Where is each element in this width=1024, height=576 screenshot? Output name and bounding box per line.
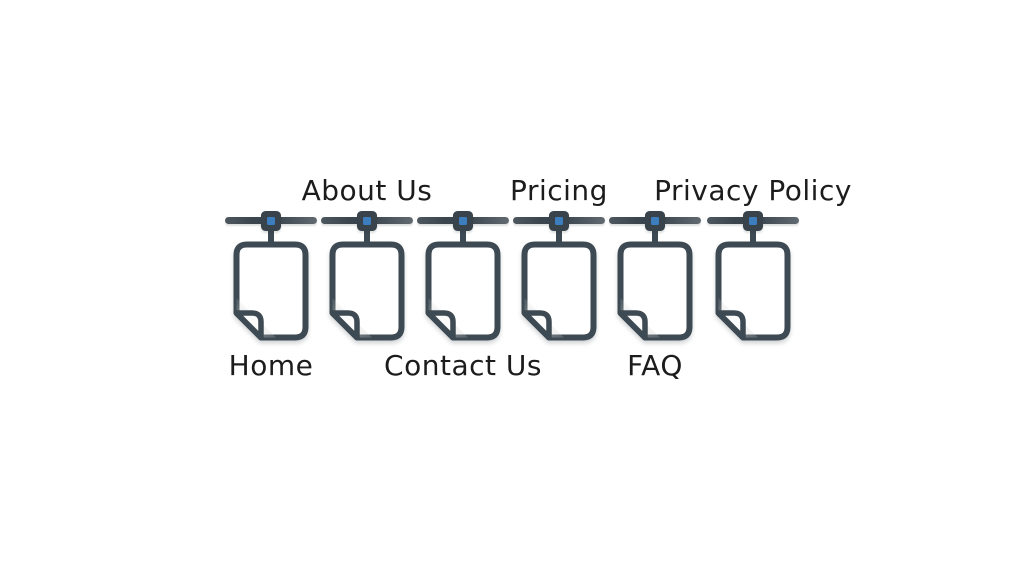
page-icon bbox=[521, 241, 597, 341]
page-unit-privacy-policy: Privacy Policy bbox=[654, 0, 851, 576]
clip-stem bbox=[556, 224, 562, 246]
page-unit-faq: FAQ bbox=[607, 0, 703, 576]
page-icon bbox=[617, 241, 693, 341]
page-icon bbox=[329, 241, 405, 341]
clip-pin-icon bbox=[363, 217, 371, 225]
page-label-contact-us: Contact Us bbox=[384, 349, 542, 382]
clip-stem bbox=[268, 224, 274, 246]
clip-pin-icon bbox=[749, 217, 757, 225]
clip-icon bbox=[357, 211, 377, 231]
page-label-faq: FAQ bbox=[627, 349, 683, 382]
clip-stem bbox=[750, 224, 756, 246]
page-icon bbox=[715, 241, 791, 341]
page-label-pricing: Pricing bbox=[510, 174, 608, 207]
clip-icon bbox=[261, 211, 281, 231]
page-unit-contact-us: Contact Us bbox=[384, 0, 541, 576]
page-label-about-us: About Us bbox=[301, 174, 433, 207]
clip-icon bbox=[453, 211, 473, 231]
clip-pin-icon bbox=[555, 217, 563, 225]
page-unit-about-us: About Us bbox=[302, 0, 432, 576]
page-icon bbox=[425, 241, 501, 341]
clip-pin-icon bbox=[267, 217, 275, 225]
clip-pin-icon bbox=[459, 217, 467, 225]
page-unit-home: Home bbox=[223, 0, 319, 576]
clip-stem bbox=[364, 224, 370, 246]
page-unit-pricing: Pricing bbox=[510, 0, 608, 576]
page-icon bbox=[233, 241, 309, 341]
clip-icon bbox=[645, 211, 665, 231]
page-label-privacy-policy: Privacy Policy bbox=[654, 174, 852, 207]
clip-icon bbox=[549, 211, 569, 231]
clip-stem bbox=[652, 224, 658, 246]
page-label-home: Home bbox=[228, 349, 314, 382]
clip-pin-icon bbox=[651, 217, 659, 225]
clip-stem bbox=[460, 224, 466, 246]
clip-icon bbox=[743, 211, 763, 231]
